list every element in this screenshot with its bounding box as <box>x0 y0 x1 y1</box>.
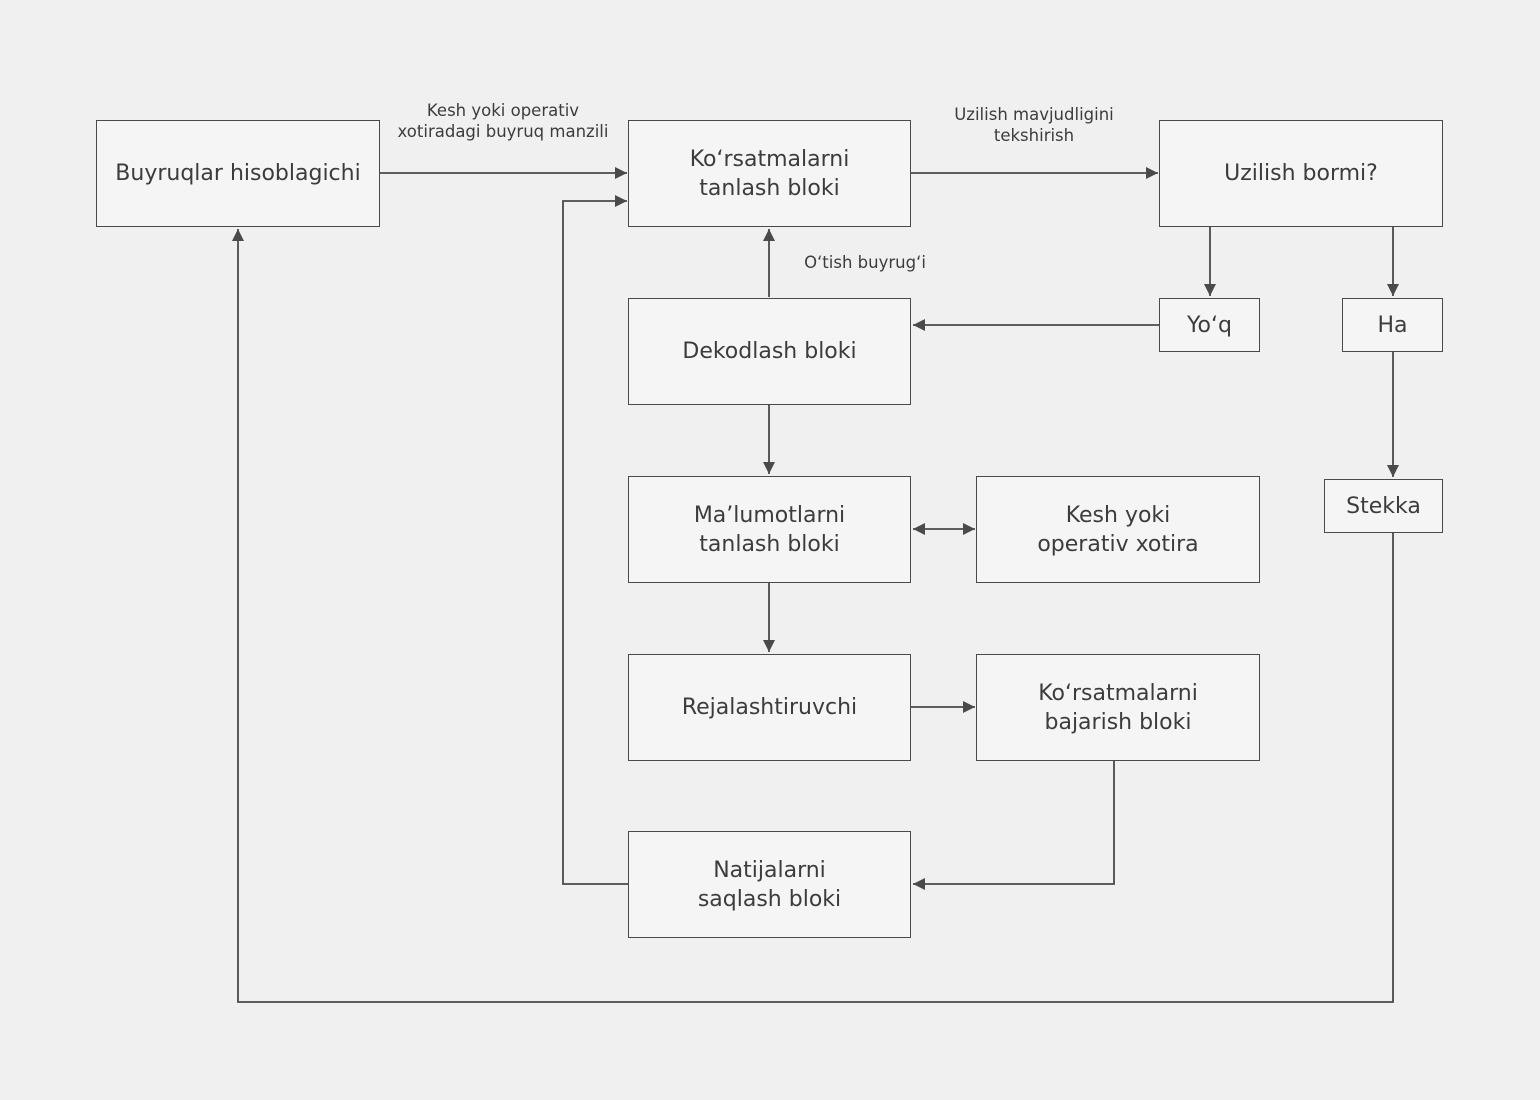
edge-stack-to-counter <box>232 229 1394 1003</box>
fetch-box: Ko‘rsatmalarni tanlash bloki <box>628 120 911 227</box>
yes-box: Ha <box>1342 298 1443 352</box>
memory-box: Kesh yoki operativ xotira <box>976 476 1260 583</box>
execute-box: Ko‘rsatmalarni bajarish bloki <box>976 654 1260 761</box>
edge-execute-to-store <box>913 761 1115 890</box>
data-fetch-box: Ma’lumotlarni tanlash bloki <box>628 476 911 583</box>
interrupt-check-box: Uzilish bormi? <box>1159 120 1443 227</box>
edge-store-to-fetch <box>562 195 629 885</box>
scheduler-box: Rejalashtiruvchi <box>628 654 911 761</box>
stack-box: Stekka <box>1324 479 1443 533</box>
check-edge-label: Uzilish mavjudligini tekshirish <box>954 105 1114 145</box>
store-box: Natijalarni saqlash bloki <box>628 831 911 938</box>
no-box: Yo‘q <box>1159 298 1260 352</box>
counter-box: Buyruqlar hisoblagichi <box>96 120 380 227</box>
decode-box: Dekodlash bloki <box>628 298 911 405</box>
address-edge-label: Kesh yoki operativ xotiradagi buyruq man… <box>397 101 609 141</box>
jump-edge-label: O‘tish buyrug‘i <box>804 253 926 272</box>
